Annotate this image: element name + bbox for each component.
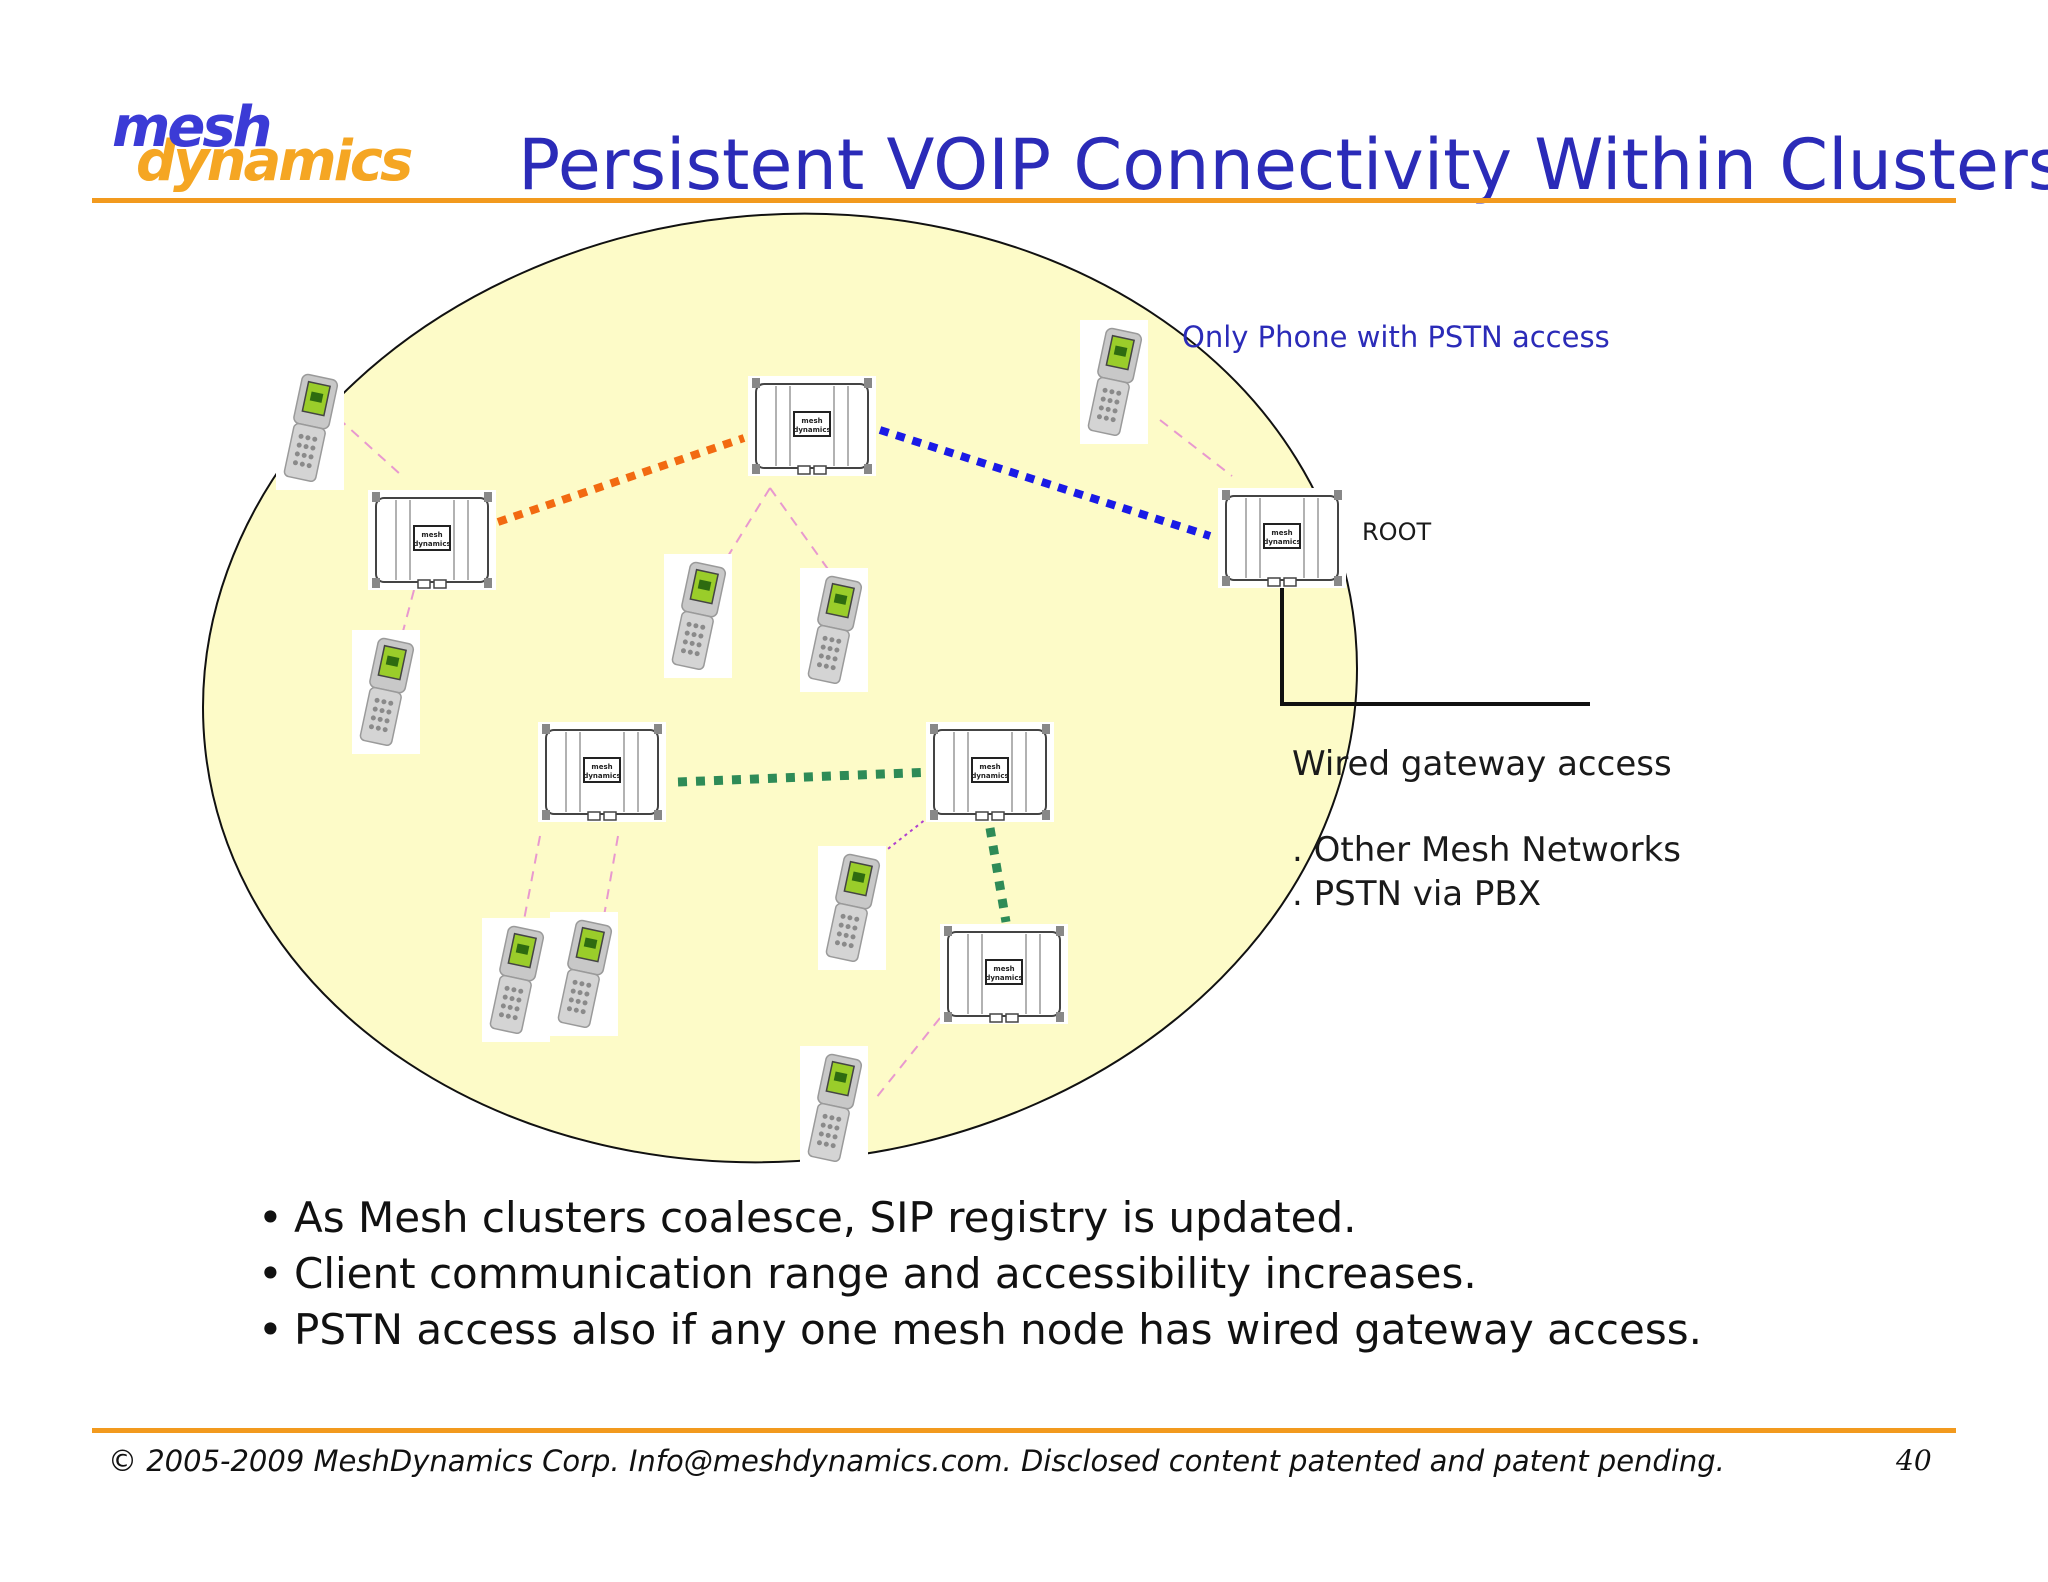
mesh-node-top (747, 375, 877, 477)
backhaul-link-blue (878, 426, 1212, 540)
client-link-dotted (883, 807, 941, 853)
wired-gateway-label: Wired gateway access (1292, 744, 1672, 784)
phone-center-a (663, 553, 733, 679)
meshdynamics-logo: dynamics mesh (112, 95, 413, 190)
root-label: ROOT (1362, 518, 1432, 546)
phone-top-left (275, 365, 345, 491)
client-links (337, 417, 1233, 1099)
footer-copyright: © 2005-2009 MeshDynamics Corp. Info@mesh… (108, 1444, 1725, 1478)
phone-left (351, 629, 421, 755)
bullet-list: •As Mesh clusters coalesce, SIP registry… (258, 1190, 1702, 1358)
wired-gateway-line (1280, 584, 1590, 706)
bullet-dot: • (258, 1249, 283, 1298)
mesh-node-center-left (537, 721, 667, 823)
title-divider (92, 198, 1956, 203)
footer-divider (92, 1428, 1956, 1433)
phone-bottom (799, 1045, 869, 1171)
logo-mesh-text: mesh (112, 95, 273, 160)
mesh-node-left (367, 489, 497, 591)
backhaul-link-green-horizontal (677, 767, 935, 787)
logo-dynamics-text: dynamics (136, 129, 413, 194)
bullet-text: As Mesh clusters coalesce, SIP registry … (294, 1193, 1357, 1242)
slide-title: Persistent VOIP Connectivity Within Clus… (518, 124, 2048, 206)
phone-center-b (799, 567, 869, 693)
bullet-dot: • (258, 1305, 283, 1354)
phone-bottom-left-a (481, 917, 551, 1043)
other-mesh-networks-label: . Other Mesh Networks (1292, 830, 1681, 870)
phone-bottom-left-b (549, 911, 619, 1037)
mesh-node-center-right (925, 721, 1055, 823)
phone-pstn (1079, 319, 1149, 445)
mesh-node-bottom (939, 923, 1069, 1025)
bullet-text: Client communication range and accessibi… (294, 1249, 1477, 1298)
bullet-item: •Client communication range and accessib… (258, 1246, 1702, 1302)
bullet-dot: • (258, 1193, 283, 1242)
bullet-item: •As Mesh clusters coalesce, SIP registry… (258, 1190, 1702, 1246)
bullet-item: •PSTN access also if any one mesh node h… (258, 1302, 1702, 1358)
backhaul-link-green-vertical (985, 827, 1011, 923)
phone-center-bottom (817, 845, 887, 971)
mesh-cluster-boundary (202, 212, 1358, 1164)
pstn-via-pbx-label: . PSTN via PBX (1292, 874, 1542, 914)
bullet-text: PSTN access also if any one mesh node ha… (294, 1305, 1702, 1354)
mesh-node-root (1217, 487, 1347, 589)
page-number: 40 (1896, 1444, 1932, 1477)
pstn-phone-label: Only Phone with PSTN access (1182, 320, 1610, 354)
